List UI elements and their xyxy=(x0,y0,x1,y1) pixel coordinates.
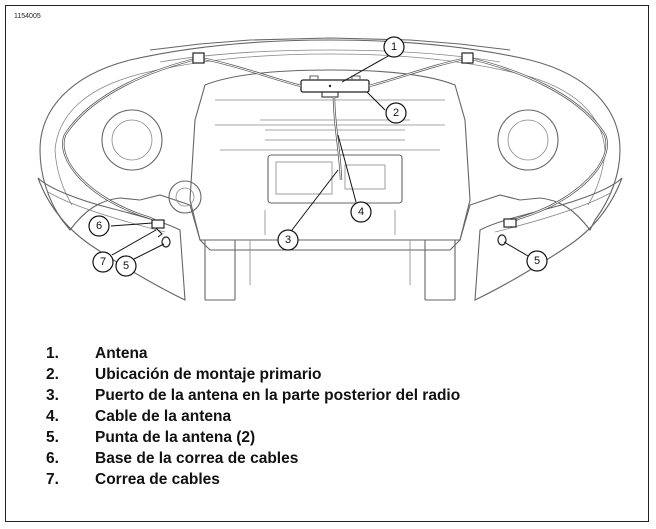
leader-3 xyxy=(291,169,339,231)
lower-center xyxy=(249,210,411,285)
legend-number: 6. xyxy=(46,449,59,467)
top-ridge xyxy=(159,49,501,63)
legend-text: Correa de cables xyxy=(95,470,220,488)
legend-number: 4. xyxy=(46,407,59,425)
legend-item: 2. Ubicación de montaje primario xyxy=(46,364,460,385)
legend-item: 3. Puerto de la antena en la parte poster… xyxy=(46,385,460,406)
leader-2 xyxy=(366,91,386,111)
callout-5-right: 5 xyxy=(526,250,548,272)
callout-5-left: 5 xyxy=(115,255,137,277)
fairing-outline xyxy=(39,39,621,251)
fairing-inner-outline xyxy=(54,53,606,206)
legend-item: 4. Cable de la antena xyxy=(46,406,460,427)
left-antenna-tip xyxy=(161,236,171,248)
figure-id: 1154005 xyxy=(14,13,41,20)
legend-text: Punta de la antena (2) xyxy=(95,428,256,446)
fairing-inner-outline-left xyxy=(54,149,73,206)
callout-2: 2 xyxy=(385,102,407,124)
legend-item: 5. Punta de la antena (2) xyxy=(46,427,460,448)
leader-6 xyxy=(110,222,153,227)
right-antenna-tip xyxy=(497,234,507,246)
antenna-mount-tabs xyxy=(309,75,361,80)
svg-text:5: 5 xyxy=(123,260,129,272)
left-lower-panel xyxy=(37,177,186,301)
leader-1 xyxy=(341,54,391,83)
leader-5-left xyxy=(133,243,165,260)
svg-text:7: 7 xyxy=(100,256,106,268)
leader-4 xyxy=(337,134,357,203)
left-knob-inner xyxy=(175,187,195,207)
right-strap-base xyxy=(503,218,517,228)
left-strap xyxy=(155,227,163,238)
antenna-element-left xyxy=(62,56,302,226)
svg-text:5: 5 xyxy=(534,255,540,267)
lower-right-bracket xyxy=(424,240,456,301)
legend-text: Ubicación de montaje primario xyxy=(95,365,322,383)
left-top-clip xyxy=(192,52,205,64)
callout-6: 6 xyxy=(88,215,110,237)
left-speaker-housing xyxy=(101,109,163,171)
legend-text: Cable de la antena xyxy=(95,407,232,425)
inner-structure xyxy=(189,69,471,241)
legend-number: 7. xyxy=(46,470,59,488)
legend-text: Antena xyxy=(95,344,148,362)
svg-text:6: 6 xyxy=(96,220,102,232)
left-knob xyxy=(168,180,202,214)
left-lower-panel-inner xyxy=(47,191,166,233)
radio-connector xyxy=(344,164,386,190)
legend-item: 1. Antena xyxy=(46,343,460,364)
legend-number: 5. xyxy=(46,428,59,446)
antenna-base xyxy=(321,91,339,98)
antenna-element-right xyxy=(368,56,608,226)
legend-number: 1. xyxy=(46,344,59,362)
inner-structure-2 xyxy=(215,99,445,151)
leader-5-right xyxy=(503,241,529,257)
legend-number: 2. xyxy=(46,365,59,383)
legend-item: 6. Base de la correa de cables xyxy=(46,448,460,469)
svg-text:1: 1 xyxy=(391,41,397,53)
svg-text:3: 3 xyxy=(285,234,291,246)
right-speaker-inner xyxy=(507,119,549,161)
callout-3: 3 xyxy=(277,229,299,251)
legend-number: 3. xyxy=(46,386,59,404)
right-top-clip xyxy=(461,52,474,64)
lower-left-bracket xyxy=(204,240,236,301)
left-speaker-inner xyxy=(111,119,153,161)
legend-item: 7. Correa de cables xyxy=(46,469,460,490)
svg-text:2: 2 xyxy=(393,107,399,119)
legend-list: 1. Antena 2. Ubicación de montaje primario… xyxy=(46,343,460,490)
callout-7: 7 xyxy=(92,251,114,273)
windshield-mount xyxy=(149,37,511,51)
right-speaker-housing xyxy=(497,109,559,171)
right-lower-panel xyxy=(474,177,623,301)
radio-body xyxy=(267,154,403,204)
callout-4: 4 xyxy=(350,201,372,223)
legend-text: Base de la correa de cables xyxy=(95,449,299,467)
leader-7 xyxy=(111,229,157,256)
antenna-body xyxy=(300,79,370,93)
left-strap-base xyxy=(151,219,165,229)
antenna-mark xyxy=(328,84,332,88)
legend-text: Puerto de la antena en la parte posterio… xyxy=(95,386,461,404)
callout-1: 1 xyxy=(383,36,405,58)
svg-text:4: 4 xyxy=(358,206,364,218)
